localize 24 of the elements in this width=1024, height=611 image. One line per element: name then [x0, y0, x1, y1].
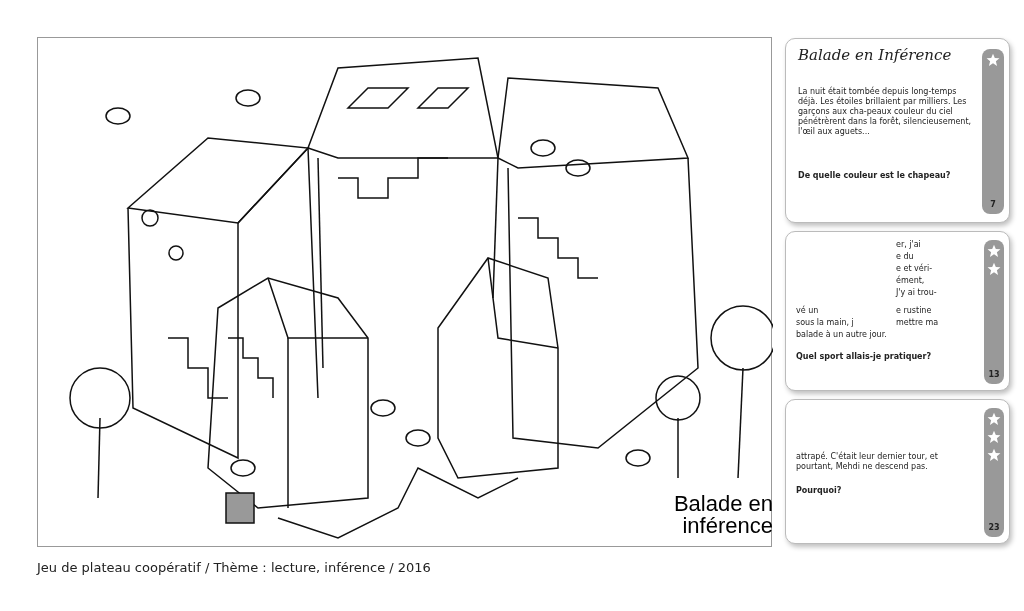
card-text: e du	[896, 252, 915, 262]
question-card	[785, 399, 1010, 544]
question-card	[785, 231, 1010, 391]
caption: Jeu de plateau coopératif / Thème : lecture, inférence / 2016	[37, 560, 431, 575]
card-text: La nuit était tombée depuis long-temps déjà. Les étoiles brillaient par milliers. Les garçons aux cha-peaux couleur du ciel pénétrèrent dans la forêt, silencieusement, l'œil aux aguets...	[798, 87, 973, 137]
card-text: e et véri-	[896, 264, 934, 274]
card-text: ément,	[896, 276, 926, 286]
card-question: Pourquoi?	[796, 486, 843, 496]
card-question: De quelle couleur est le chapeau?	[798, 171, 952, 181]
card-text: mettre ma	[896, 318, 940, 328]
question-card	[785, 38, 1010, 223]
card-text: J'y ai trou-	[896, 288, 938, 298]
card-text: er, j'ai	[896, 240, 922, 250]
board-title: Balade en inférence	[672, 493, 773, 537]
card-text: balade à un autre jour.	[796, 330, 888, 340]
card-question: Quel sport allais-je pratiquer?	[796, 352, 933, 362]
card-text: sous la main, j	[796, 318, 855, 328]
card-number: 13	[987, 370, 1001, 379]
card-number: 7	[989, 200, 997, 209]
card-text: e rustine	[896, 306, 933, 316]
card-number: 23	[987, 523, 1001, 532]
card-title: Balade en Inférence	[798, 47, 953, 63]
card-text: vé un	[796, 306, 820, 316]
card-text: attrapé. C'était leur dernier tour, et pourtant, Mehdi ne descend pas.	[796, 452, 939, 472]
